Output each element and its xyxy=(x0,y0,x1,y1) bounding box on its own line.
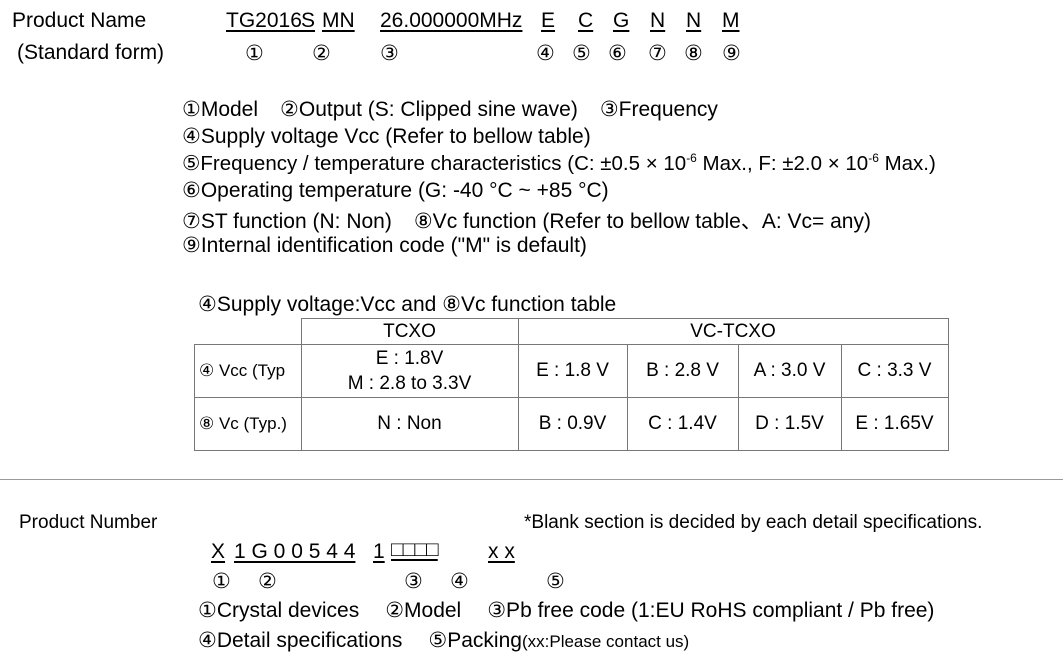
legend-line-6: ⑨Internal identification code ("M" is de… xyxy=(182,233,609,258)
table-cell-tcxo-vcc: E : 1.8V M : 2.8 to 3.3V xyxy=(300,344,519,398)
marker-1: ① xyxy=(245,42,264,65)
pn-legend-packing: ⑤Packing xyxy=(428,629,522,652)
code-op-temp: G xyxy=(613,9,630,32)
legend-freq-temp-exp2: -6 xyxy=(868,151,879,166)
pn-code-pb-free: 1 xyxy=(373,540,385,563)
blank-section-note: *Blank section is decided by each detail… xyxy=(524,512,983,533)
code-output: S xyxy=(301,9,316,32)
legend-supply-voltage: ④Supply voltage Vcc (Refer to bellow tab… xyxy=(182,125,591,148)
marker-7: ⑦ xyxy=(648,42,667,65)
pn-code-detail: □□□□ xyxy=(391,538,439,561)
code-freq-temp: C xyxy=(578,9,594,32)
legend-vc-function: ⑧Vc function (Refer to bellow table、A: V… xyxy=(413,210,871,233)
table-corner-cell xyxy=(194,318,302,345)
pn-legend-line-2: ④Detail specifications ⑤Packing(xx:Please… xyxy=(198,628,689,653)
pn-code-model: 1 G 0 0 5 4 4 xyxy=(234,540,356,563)
pn-code-packing: x x xyxy=(488,540,515,563)
pn-marker-4: ④ xyxy=(450,570,469,593)
pn-legend-pb-free: ③Pb free code (1:EU RoHS compliant / Pb … xyxy=(487,599,935,622)
code-vcc: E xyxy=(541,9,556,32)
pn-marker-5: ⑤ xyxy=(546,570,565,593)
table-cell-tcxo-vc: N : Non xyxy=(300,397,519,451)
code-vc-function: N xyxy=(686,9,702,32)
legend-st-function: ⑦ST function (N: Non) xyxy=(182,210,392,233)
table-cell-vcc-a: A : 3.0 V xyxy=(737,344,842,398)
legend-internal-id: ⑨Internal identification code ("M" is de… xyxy=(182,234,587,257)
table-title: ④Supply voltage:Vcc and ⑧Vc function tab… xyxy=(198,293,617,316)
pn-marker-2: ② xyxy=(258,570,277,593)
vcc-vc-table: TCXO VC-TCXO ④ Vcc (Typ E : 1.8V M : 2.8 … xyxy=(194,318,949,451)
legend-freq-temp-c: Max.) xyxy=(878,152,936,175)
marker-4: ④ xyxy=(536,42,555,65)
legend-line-1: ①Model ②Output (S: Clipped sine wave) ③Fre… xyxy=(182,97,740,122)
legend-line-3: ⑤Frequency / temperature characteristics… xyxy=(182,151,936,176)
table-row-vc-label: ⑧ Vc (Typ.) xyxy=(194,397,302,451)
code-st-function: N xyxy=(650,9,666,32)
table-cell-vc-b: B : 0.9V xyxy=(517,397,628,451)
standard-form-label: (Standard form) xyxy=(17,41,165,64)
legend-line-5: ⑦ST function (N: Non) ⑧Vc function (Refer… xyxy=(182,205,893,235)
pn-code-crystal: X xyxy=(211,540,226,563)
legend-model: ①Model xyxy=(182,98,259,121)
marker-3: ③ xyxy=(380,42,399,65)
pn-legend-model: ②Model xyxy=(385,599,462,622)
pn-marker-3: ③ xyxy=(404,570,423,593)
table-row-vc: ⑧ Vc (Typ.) N : Non B : 0.9V C : 1.4V D … xyxy=(194,397,949,451)
table-cell-vcc-e: E : 1.8 V xyxy=(517,344,628,398)
section-divider xyxy=(0,479,1063,480)
pn-legend-line-1: ①Crystal devices ②Model ③Pb free code (1:E… xyxy=(198,598,960,623)
tcxo-vcc-line1: E : 1.8V xyxy=(375,348,444,369)
tcxo-vcc-line2: M : 2.8 to 3.3V xyxy=(347,373,472,394)
code-internal-id: M xyxy=(722,9,740,32)
legend-output: ②Output (S: Clipped sine wave) xyxy=(280,98,578,121)
pn-legend-crystal: ①Crystal devices xyxy=(198,599,360,622)
code-frequency: 26.000000MHz xyxy=(380,9,523,32)
pn-marker-1: ① xyxy=(212,570,231,593)
pn-legend-packing-note: (xx:Please contact us) xyxy=(521,632,690,651)
legend-op-temp: ⑥Operating temperature (G: -40 °C ~ +85 … xyxy=(182,179,609,202)
table-header-vctcxo: VC-TCXO xyxy=(517,318,949,345)
marker-9: ⑨ xyxy=(722,42,741,65)
legend-line-4: ⑥Operating temperature (G: -40 °C ~ +85 … xyxy=(182,178,631,203)
table-cell-vcc-c: C : 3.3 V xyxy=(840,344,949,398)
code-model: TG2016 xyxy=(226,9,302,32)
code-mn: MN xyxy=(322,9,355,32)
product-name-label: Product Name xyxy=(12,9,147,32)
table-cell-vc-c: C : 1.4V xyxy=(626,397,739,451)
legend-frequency: ③Frequency xyxy=(599,98,718,121)
product-number-label: Product Number xyxy=(19,512,158,533)
table-cell-vcc-b: B : 2.8 V xyxy=(626,344,739,398)
legend-line-2: ④Supply voltage Vcc (Refer to bellow tab… xyxy=(182,124,613,149)
table-cell-vc-e: E : 1.65V xyxy=(840,397,949,451)
legend-freq-temp-a: ⑤Frequency / temperature characteristics… xyxy=(182,152,687,175)
marker-6: ⑥ xyxy=(608,42,627,65)
marker-5: ⑤ xyxy=(572,42,591,65)
table-cell-vc-d: D : 1.5V xyxy=(737,397,842,451)
marker-2: ② xyxy=(312,42,331,65)
legend-freq-temp-exp1: -6 xyxy=(686,151,697,166)
pn-legend-detail: ④Detail specifications xyxy=(198,629,403,652)
table-header-row: TCXO VC-TCXO xyxy=(194,318,949,345)
table-header-tcxo: TCXO xyxy=(300,318,519,345)
table-row-vcc-label: ④ Vcc (Typ xyxy=(194,344,302,398)
table-row-vcc: ④ Vcc (Typ E : 1.8V M : 2.8 to 3.3V E : 1… xyxy=(194,344,949,398)
legend-freq-temp-b: Max., F: ±2.0 × 10 xyxy=(696,152,869,175)
marker-8: ⑧ xyxy=(684,42,703,65)
